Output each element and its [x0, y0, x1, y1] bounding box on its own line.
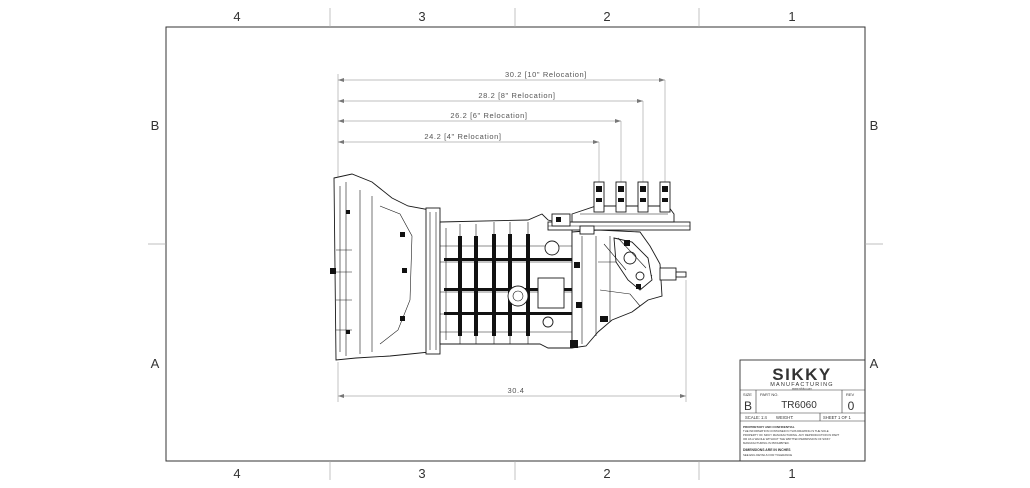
proprietary-line: THE INFORMATION CONTAINED IN THIS DRAWIN… — [743, 429, 829, 433]
dimension-8-relocation: 28.2 [8" Relocation] — [478, 91, 555, 100]
zone-col-bottom-3: 3 — [418, 466, 425, 481]
dimension-4-relocation: 24.2 [4" Relocation] — [424, 132, 501, 141]
zone-row-left-b: B — [151, 118, 160, 133]
zone-row-right-a: A — [870, 356, 879, 371]
overall-length-dimension: 30.4 — [337, 280, 687, 402]
proprietary-line: PROPRIETARY AND CONFIDENTIAL — [743, 425, 795, 429]
weight-text: WEIGHT: — [776, 415, 793, 420]
zone-labels: 4 3 2 1 4 3 2 1 B A B A — [151, 9, 879, 481]
sheet-text: SHEET 1 OF 1 — [823, 415, 852, 420]
zone-row-left-a: A — [151, 356, 160, 371]
case-ribs — [444, 234, 572, 336]
zone-col-top-3: 3 — [418, 9, 425, 24]
company-logo: SIKKY — [772, 365, 831, 384]
relocation-dimensions: 30.2 [10" Relocation] 28.2 [8" Relocatio… — [337, 70, 666, 190]
company-logo-tagline: www.sikky.com — [792, 387, 813, 391]
proprietary-line: PROPERTY OF SIKKY MANUFACTURING. ANY REP… — [743, 433, 839, 437]
dimension-overall-length: 30.4 — [508, 386, 525, 395]
title-block: SIKKY MANUFACTURING www.sikky.com SIZE B… — [739, 359, 866, 462]
zone-col-top-1: 1 — [788, 9, 795, 24]
proprietary-notice: PROPRIETARY AND CONFIDENTIAL THE INFORMA… — [743, 425, 839, 445]
revision-label: REV — [846, 392, 855, 397]
zone-col-bottom-4: 4 — [233, 466, 240, 481]
part-number-label: PART NO. — [760, 392, 778, 397]
sheet-border — [148, 8, 883, 480]
part-number-value: TR6060 — [781, 400, 817, 411]
company-logo-subtext: MANUFACTURING — [770, 382, 834, 388]
dimensions-note: DIMENSIONS ARE IN INCHES — [743, 448, 791, 452]
proprietary-line: MANUFACTURING IS PROHIBITED. — [743, 441, 790, 445]
scale-text: SCALE: 1:4 — [745, 415, 768, 420]
dimension-6-relocation: 26.2 [6" Relocation] — [450, 111, 527, 120]
zone-row-right-b: B — [870, 118, 879, 133]
shifter-mechanism — [603, 237, 653, 291]
zone-col-top-2: 2 — [603, 9, 610, 24]
proprietary-line: OR AS A WHOLE WITHOUT THE WRITTEN PERMIS… — [743, 437, 831, 441]
zone-col-top-4: 4 — [233, 9, 240, 24]
zone-col-bottom-2: 2 — [603, 466, 610, 481]
revision-value: 0 — [848, 399, 855, 413]
size-label: SIZE — [743, 392, 752, 397]
transmission-drawing — [330, 173, 691, 361]
size-value: B — [744, 399, 752, 413]
tolerance-note: SEE ENG DETAILS FOR TOLERANCE — [743, 453, 792, 457]
dimension-10-relocation: 30.2 [10" Relocation] — [505, 70, 587, 79]
shifter-relocation-posts — [547, 181, 691, 235]
zone-col-bottom-1: 1 — [788, 466, 795, 481]
